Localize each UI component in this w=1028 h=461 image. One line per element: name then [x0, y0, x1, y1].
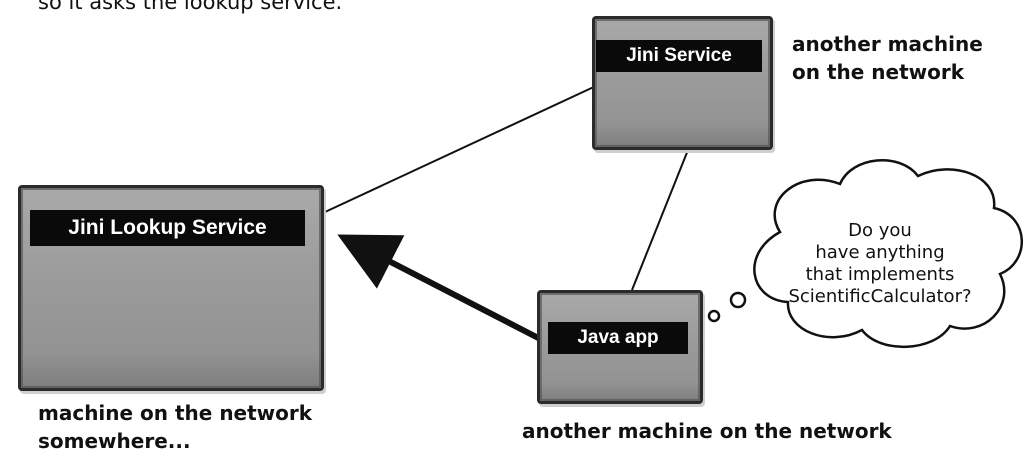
java-app-caption: another machine on the network — [522, 417, 892, 445]
lookup-service-caption-line-1: machine on the network — [38, 401, 313, 425]
jini-service-caption: another machine on the network — [792, 30, 983, 86]
jini-service-caption-line-2: on the network — [792, 60, 965, 84]
java-app-label: Java app — [548, 322, 688, 354]
thought-bubble-text: Do you have anything that implements Sci… — [760, 220, 1000, 308]
java-app-caption-line-1: another machine on the network — [522, 419, 892, 443]
query-arrow — [337, 234, 550, 346]
jini-service-machine — [592, 16, 773, 150]
link-lookup-to-jini-service — [324, 84, 599, 213]
thought-bubble-line-3: that implements — [805, 264, 955, 285]
thought-bubble-line-2: have anything — [815, 242, 945, 263]
lookup-service-label: Jini Lookup Service — [30, 210, 305, 246]
thought-bubble-dot-small — [707, 309, 721, 323]
intro-text: so it asks the lookup service. — [38, 0, 498, 16]
thought-bubble-line-1: Do you — [848, 220, 912, 241]
link-jini-service-to-java-app — [631, 149, 689, 291]
thought-bubble-line-4: ScientificCalculator? — [788, 286, 972, 307]
jini-service-caption-line-1: another machine — [792, 32, 983, 56]
lookup-service-caption-line-2: somewhere... — [38, 429, 191, 453]
jini-service-label: Jini Service — [596, 40, 762, 72]
thought-bubble-cloud — [753, 159, 1023, 349]
intro-line-2: so it asks the lookup service. — [38, 0, 343, 14]
lookup-service-caption: machine on the network somewhere... — [38, 399, 312, 455]
thought-bubble-dot-large — [729, 291, 747, 309]
